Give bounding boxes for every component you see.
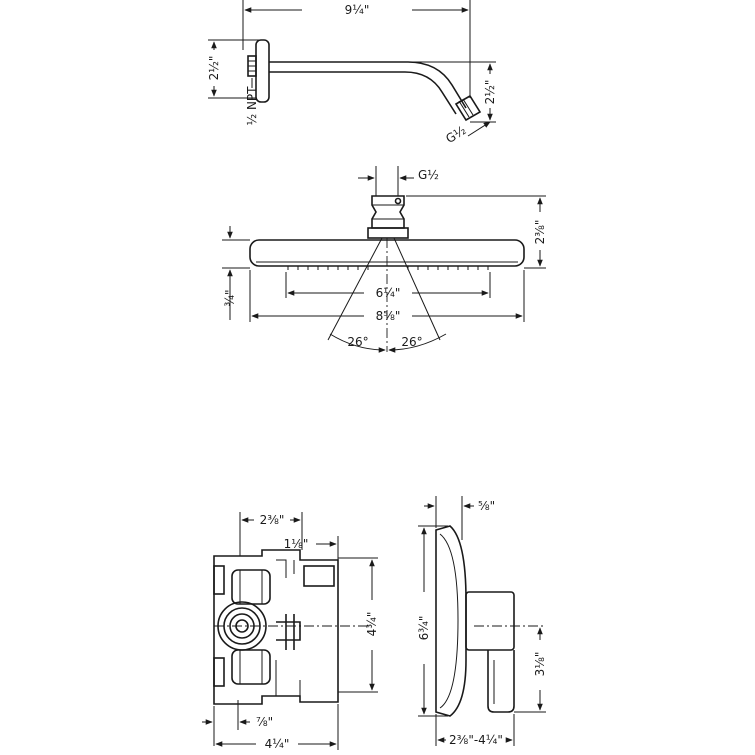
head-connector-collar [367, 227, 409, 239]
valve-outlet-top [303, 565, 335, 587]
trim-handle-lever [487, 650, 515, 713]
valve-inlet-top [213, 565, 225, 595]
showerhead-view: G½ 2⅜" ¾" 6¼" [222, 166, 547, 353]
arm-pipe-bottom-edge [269, 71, 457, 115]
spray-angle-right-label: 26° [401, 335, 422, 349]
valve-top-offset-label: 1⅛" [284, 537, 309, 551]
head-total-height-label: 2⅜" [533, 220, 547, 245]
trim-handle-body [465, 591, 515, 651]
valve-height-label: 4¾" [365, 612, 379, 637]
trim-plate-diameter-label: 6¾" [417, 616, 431, 641]
trim-handle-height-label: 3⅛" [533, 652, 547, 677]
head-connection-thread-label: G½ [418, 168, 439, 182]
trim-view: ⅝" 6¾" 3⅛" 2⅜"-4¼" [417, 496, 547, 747]
head-thickness-label: ¾" [223, 289, 237, 306]
valve-port-bottom [231, 649, 271, 685]
arm-drop-label: 2½" [483, 80, 497, 105]
head-width-label: 8⅝" [376, 309, 401, 323]
valve-depth-top-label: 2⅜" [260, 513, 285, 527]
valve-bottom-offset-label: ⅞" [256, 715, 273, 729]
arm-outlet-thread-label: G½ [443, 123, 468, 146]
arm-outlet-thread [454, 94, 482, 122]
arm-inlet-thread-label: ½ NPT [245, 86, 259, 126]
valve-inlet-bottom [213, 657, 225, 687]
arm-pipe-top-edge [269, 61, 467, 109]
valve-housing [213, 549, 339, 705]
valve-port-top [231, 569, 271, 605]
trim-wall-range-label: 2⅜"-4¼" [449, 733, 503, 747]
valve-overall-depth-label: 4¼" [265, 737, 290, 751]
head-spray-face-width-label: 6¼" [376, 286, 401, 300]
valve-stop-clip [276, 614, 301, 650]
shower-arm-view: 9¼" 2½" ½ NPT 2½" G½ [207, 0, 497, 146]
arm-length-label: 9¼" [345, 3, 370, 17]
head-nozzles [287, 266, 489, 270]
trim-escutcheon-plate [435, 525, 467, 717]
spray-angle-left-label: 26° [347, 335, 368, 349]
rough-valve-view: 2⅜" 1⅛" 4¾" ⅞" 4¼" [202, 512, 379, 751]
trim-plate-depth-label: ⅝" [478, 499, 495, 513]
arm-flange-height-label: 2½" [207, 56, 221, 81]
